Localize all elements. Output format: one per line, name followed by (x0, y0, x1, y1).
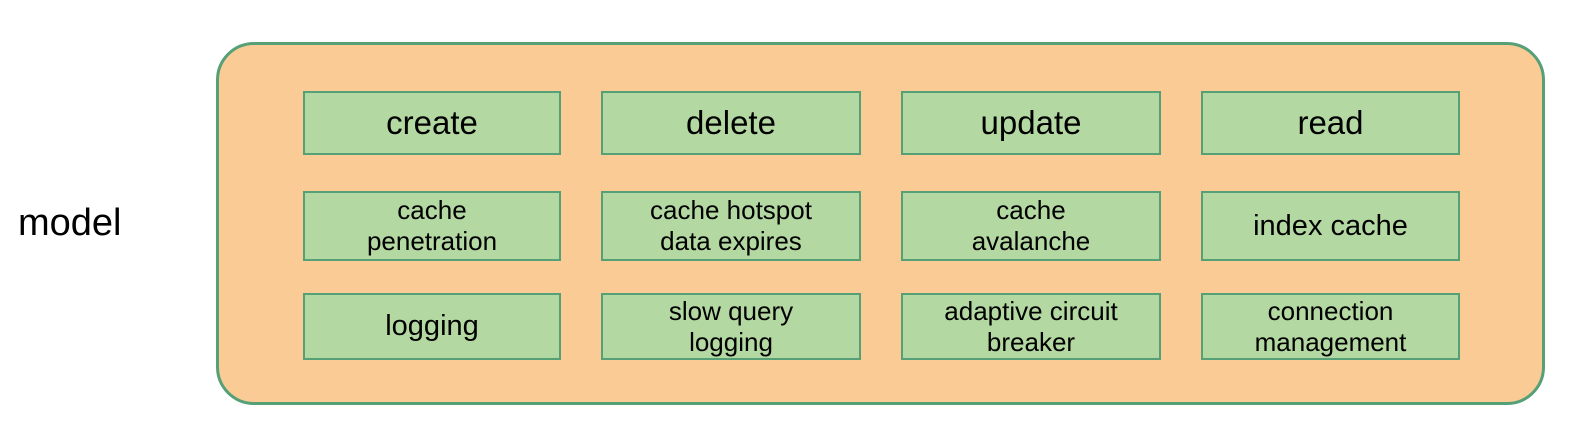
node-label: index cache (1253, 209, 1408, 242)
node-index-cache[interactable]: index cache (1201, 191, 1460, 261)
node-delete[interactable]: delete (601, 91, 861, 155)
node-label: read (1297, 103, 1364, 141)
node-update[interactable]: update (901, 91, 1161, 155)
node-label: update (980, 103, 1082, 141)
node-label: cache hotspot data expires (650, 195, 812, 256)
node-cache-hotspot-data-expires[interactable]: cache hotspot data expires (601, 191, 861, 261)
node-create[interactable]: create (303, 91, 561, 155)
node-label: adaptive circuit breaker (944, 295, 1118, 357)
node-grid: create delete update read cache penetrat… (303, 91, 1460, 360)
node-read[interactable]: read (1201, 91, 1460, 155)
node-label: connection management (1254, 295, 1407, 357)
node-slow-query-logging[interactable]: slow query logging (601, 293, 861, 360)
node-label: create (386, 103, 478, 141)
node-logging[interactable]: logging (303, 293, 561, 360)
node-cache-penetration[interactable]: cache penetration (303, 191, 561, 261)
node-connection-management[interactable]: connection management (1201, 293, 1460, 360)
node-label: cache penetration (366, 195, 498, 256)
node-label: delete (686, 103, 776, 141)
node-adaptive-circuit-breaker[interactable]: adaptive circuit breaker (901, 293, 1161, 360)
model-container: create delete update read cache penetrat… (216, 42, 1545, 405)
group-label-model: model (18, 202, 122, 244)
node-cache-avalanche[interactable]: cache avalanche (901, 191, 1161, 261)
node-label: logging (385, 310, 479, 343)
node-label: slow query logging (668, 295, 794, 357)
node-label: cache avalanche (971, 195, 1091, 256)
